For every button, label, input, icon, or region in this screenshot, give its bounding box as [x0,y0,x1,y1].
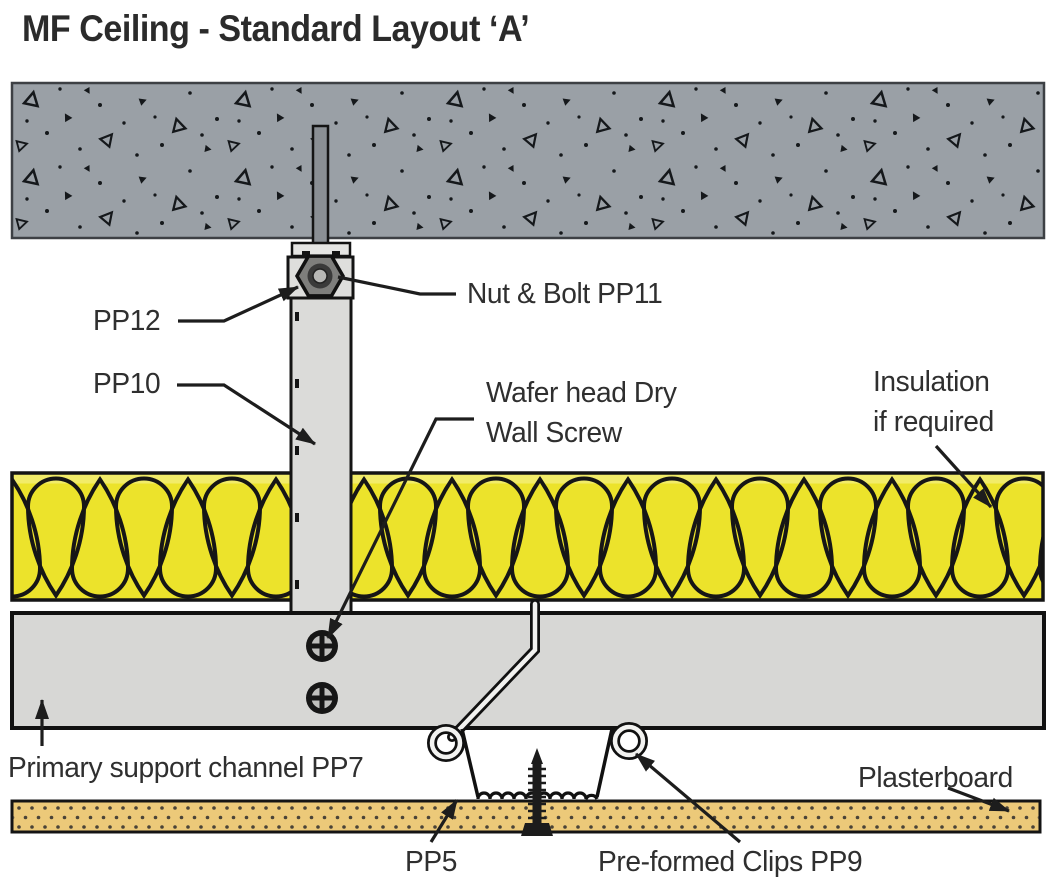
anchor-washer-plate [290,241,352,258]
label-plasterboard: Plasterboard [858,762,1013,794]
nut-bolt-pp11-icon [294,254,346,298]
drywall-screw-icon [521,748,553,836]
label-wafer-screw: Wafer head Dry Wall Screw [486,373,677,453]
leader-lines [35,275,1010,844]
hanger-strap-pp10 [289,294,353,617]
hanger-strap-body [289,294,353,617]
concrete-slab-texture [10,81,1046,240]
insulation-band [10,471,1045,602]
label-pp12: PP12 [93,305,161,337]
leader-nut-bolt [337,275,456,296]
wafer-screw-bottom-icon [306,682,338,714]
washer-notch-left [302,251,310,258]
label-wafer-screw-line1: Wafer head Dry [486,377,677,409]
label-clips-pp9: Pre-formed Clips PP9 [598,846,863,878]
label-pp5: PP5 [405,846,458,878]
label-nut-bolt-pp11: Nut & Bolt PP11 [467,278,663,310]
washer-notch-right [332,251,340,258]
bracket-pp12 [286,254,355,300]
label-wafer-screw-line2: Wall Screw [486,417,622,449]
label-primary-channel-pp7: Primary support channel PP7 [8,752,364,784]
wafer-screw-top-icon [306,630,338,662]
label-insulation: Insulation if required [873,362,994,442]
leader-insulation [934,444,993,509]
leader-plasterboard [947,786,1010,813]
leader-pp10 [177,383,316,446]
leader-pp9 [634,752,742,844]
concrete-slab [10,81,1046,240]
anchor-rod [311,124,330,250]
leader-wafer-screw [326,417,474,639]
primary-channel-pp7 [10,611,1046,730]
leader-pp5 [429,799,459,843]
soffit-anchor [290,124,352,258]
plasterboard-layer [10,799,1042,834]
label-pp10: PP10 [93,368,161,400]
preformed-clip-pp9 [427,599,648,762]
leader-pp12 [178,285,299,323]
label-insulation-line1: Insulation [873,366,990,398]
label-insulation-line2: if required [873,406,994,438]
diagram-title: MF Ceiling - Standard Layout ‘A’ [22,8,530,49]
